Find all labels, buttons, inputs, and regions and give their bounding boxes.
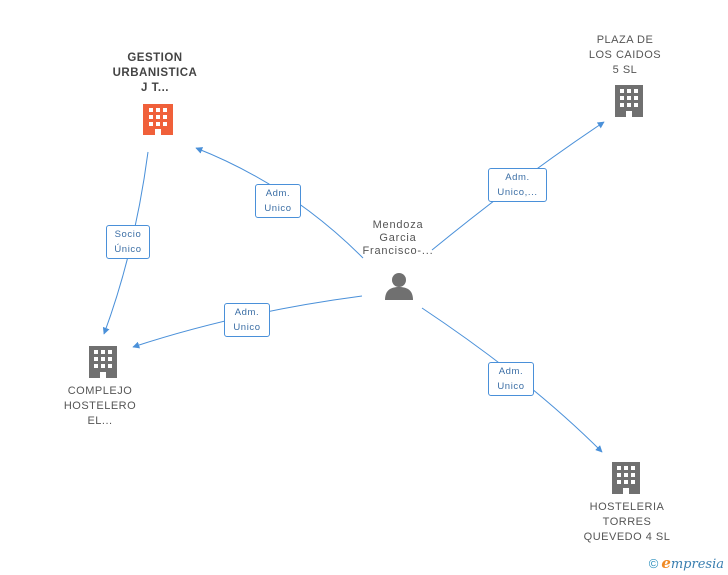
edge-label-adm-complejo[interactable]: Adm. Unico — [224, 303, 270, 337]
building-icon[interactable] — [615, 85, 643, 117]
edge-label-socio[interactable]: Socio Único — [106, 225, 150, 259]
node-label-gestion[interactable]: GESTION URBANISTICA J T... — [112, 52, 198, 94]
node-label-complejo[interactable]: COMPLEJO HOSTELERO EL... — [63, 385, 137, 427]
brand-logo[interactable]: empresia — [661, 554, 724, 572]
person-icon[interactable] — [385, 273, 413, 300]
node-label-plaza[interactable]: PLAZA DE LOS CAIDOS 5 SL — [588, 34, 662, 76]
building-icon[interactable] — [143, 104, 173, 135]
copyright-symbol: © — [648, 555, 659, 571]
node-label-mendoza[interactable]: Mendoza Garcia Francisco-... — [362, 219, 434, 257]
edge-label-adm-plaza[interactable]: Adm. Unico,... — [488, 168, 547, 202]
edge-label-adm-gestion[interactable]: Adm. Unico — [255, 184, 301, 218]
building-icon[interactable] — [89, 346, 117, 378]
node-label-hosteleria[interactable]: HOSTELERIA TORRES QUEVEDO 4 SL — [583, 501, 671, 543]
footer-brand: © empresia — [649, 554, 724, 572]
edge-label-adm-hosteleria[interactable]: Adm. Unico — [488, 362, 534, 396]
building-icon[interactable] — [612, 462, 640, 494]
